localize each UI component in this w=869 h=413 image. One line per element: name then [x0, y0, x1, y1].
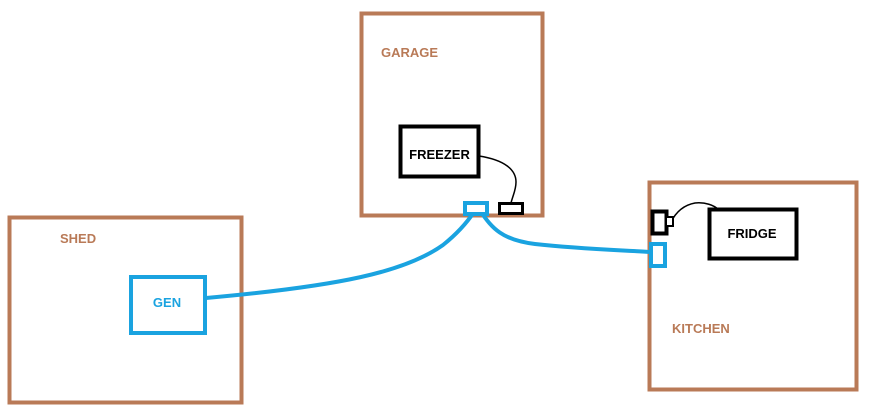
garage-outlet-body	[463, 201, 489, 216]
freezer-plug	[498, 202, 524, 215]
cable-hub-to-kitchen	[479, 210, 653, 254]
room-shed-label: SHED	[60, 231, 96, 246]
fridge-plug-prong	[665, 216, 674, 227]
power-cables	[204, 210, 653, 300]
room-kitchen-border	[647, 180, 859, 392]
room-kitchen-label: KITCHEN	[672, 321, 730, 336]
room-shed-border	[7, 215, 244, 405]
fridge: FRIDGE	[707, 207, 799, 261]
appliance-cords	[478, 155, 720, 223]
room-garage-label: GARAGE	[381, 45, 438, 60]
fridge-cord	[670, 202, 720, 223]
generator-box	[129, 275, 207, 335]
room-garage: GARAGE	[359, 11, 545, 218]
cable-generator-to-hub	[204, 210, 476, 300]
kitchen-outlet-body	[649, 242, 667, 268]
fridge-box	[707, 207, 799, 261]
freezer-plug-body	[498, 202, 524, 215]
kitchen-outlet	[649, 242, 667, 268]
room-garage-border	[359, 11, 545, 218]
freezer-label: FREEZER	[409, 147, 470, 162]
fridge-plug-body	[650, 209, 669, 236]
garage-outlet	[463, 201, 489, 216]
fridge-label: FRIDGE	[727, 226, 776, 241]
room-shed: SHED	[7, 215, 244, 405]
freezer: FREEZER	[398, 124, 481, 179]
generator: GEN	[129, 275, 207, 335]
freezer-box	[398, 124, 481, 179]
generator-label: GEN	[153, 295, 181, 310]
fridge-plug	[650, 209, 674, 236]
freezer-cord	[478, 155, 517, 204]
room-kitchen: KITCHEN	[647, 180, 859, 392]
